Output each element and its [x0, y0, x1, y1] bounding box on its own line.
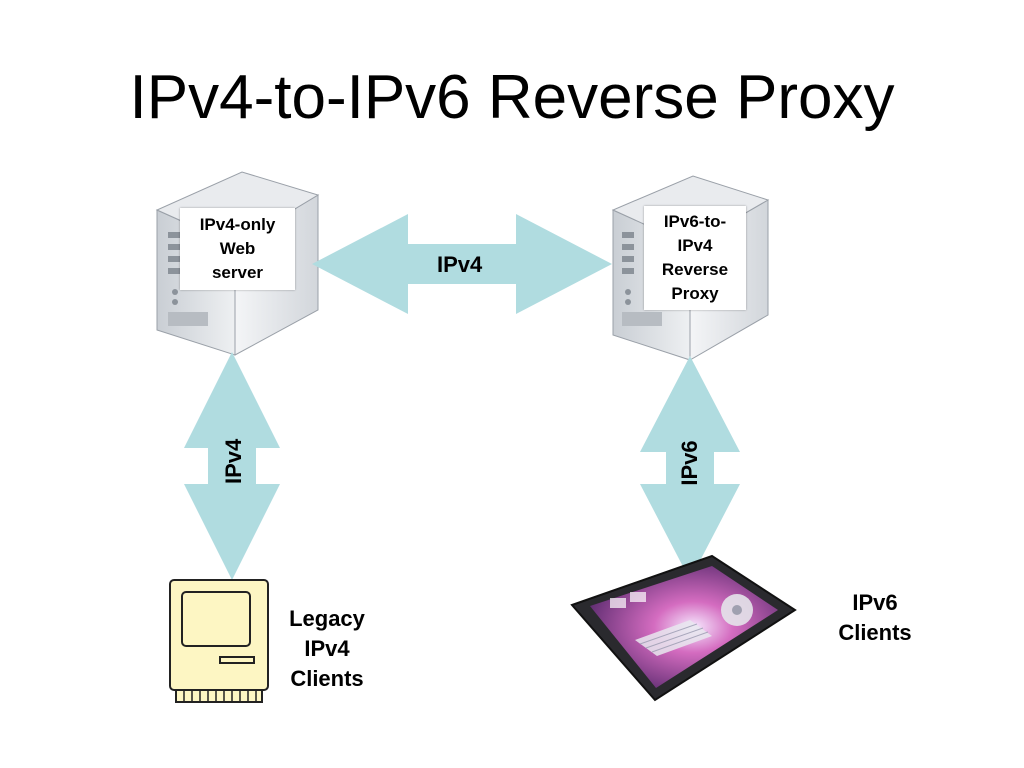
server-to-legacy-arrow: [184, 352, 280, 580]
proxy-to-ipv6-label: IPv6: [677, 440, 702, 486]
slide-title: IPv4-to-IPv6 Reverse Proxy: [129, 63, 895, 132]
tablet-icon: [570, 554, 797, 702]
legacy-computer-icon: [169, 579, 269, 703]
reverse-proxy-label: IPv6-to- IPv4 Reverse Proxy: [644, 206, 746, 310]
proxy-to-ipv6-arrow: [640, 356, 740, 580]
legacy-clients-label: Legacy IPv4 Clients: [289, 606, 365, 691]
server-to-proxy-label: IPv4: [437, 252, 483, 277]
server-to-proxy-arrow: [312, 214, 612, 314]
server-to-legacy-label: IPv4: [221, 438, 246, 484]
ipv6-clients-label: IPv6 Clients: [838, 590, 912, 645]
web-server-label: IPv4-only Web server: [180, 208, 295, 290]
